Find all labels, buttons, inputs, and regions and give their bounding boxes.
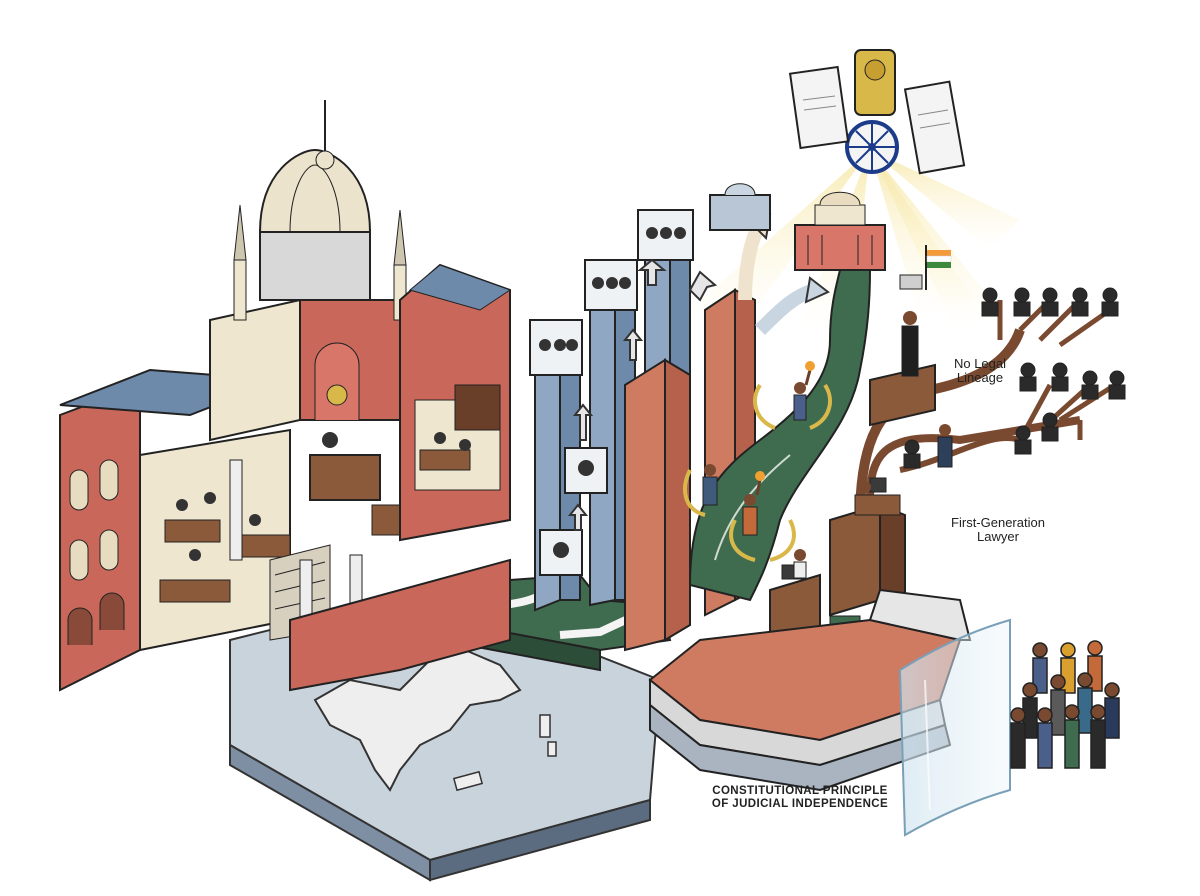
glass-shield <box>898 618 1011 837</box>
portrait-frames <box>529 209 694 576</box>
first-gen-desk <box>854 477 901 516</box>
high-court-building <box>59 100 512 692</box>
progression-arrows <box>567 258 718 531</box>
supreme-court-building <box>794 191 886 271</box>
first-generation-line-2: Lawyer <box>977 529 1019 545</box>
no-legal-lineage-line-1: No Legal <box>953 356 1007 371</box>
india-map-icon <box>313 648 557 792</box>
first-generation-line-1: First-Generation <box>951 515 1045 530</box>
ashoka-emblem-icon <box>854 49 896 116</box>
document-icon <box>788 65 966 175</box>
constitutional-principle-line-1: CONSTITUTIONAL PRINCIPLE <box>712 785 888 797</box>
plinth <box>648 588 972 792</box>
lineage-tree <box>829 298 1117 617</box>
first-generation-lawyer-label: First-Generation Lawyer <box>928 515 1068 545</box>
no-legal-lineage-label: No Legal Lineage <box>935 356 1025 386</box>
laurel-icon <box>683 383 832 562</box>
constitutional-principle-line-2: OF JUDICIAL INDEPENDENCE <box>711 797 889 810</box>
ashoka-chakra-icon <box>845 120 899 174</box>
no-legal-lineage-line-2: Lineage <box>956 370 1004 386</box>
lawyer-busts <box>901 287 1126 469</box>
dome <box>258 100 372 301</box>
high-court-icon <box>709 183 771 231</box>
crowd <box>1010 640 1120 769</box>
torch-icon <box>804 361 815 386</box>
indian-flag-icon <box>899 245 952 290</box>
climbing-figures <box>702 361 815 536</box>
constitutional-principle-label: CONSTITUTIONAL PRINCIPLE OF JUDICIAL IND… <box>705 785 895 810</box>
